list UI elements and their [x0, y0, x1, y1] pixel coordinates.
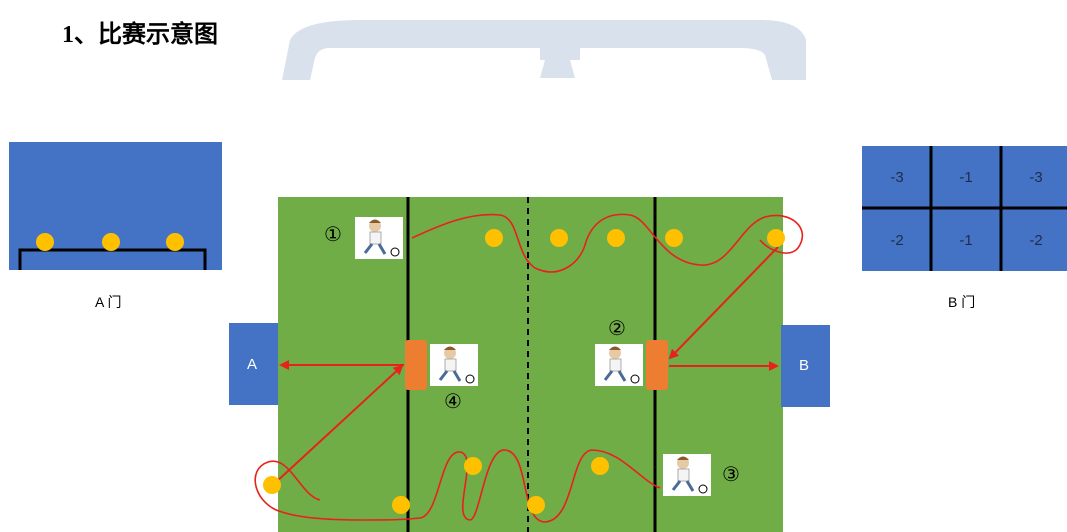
ball — [550, 229, 568, 247]
ball — [665, 229, 683, 247]
gate-a-panel — [9, 142, 222, 270]
ball — [36, 233, 54, 251]
gate-b-caption: B 门 — [948, 294, 976, 310]
player-icon — [430, 344, 478, 386]
score-cell: -3 — [890, 168, 904, 186]
ball — [102, 233, 120, 251]
gate-a-caption: A 门 — [95, 294, 122, 310]
player-marker-1: ① — [324, 224, 342, 246]
ball — [767, 229, 785, 247]
page-title: 1、比赛示意图 — [62, 22, 218, 48]
ball — [527, 496, 545, 514]
ball — [607, 229, 625, 247]
gate-a-label: A — [247, 356, 258, 373]
ball — [392, 496, 410, 514]
player-marker-2: ② — [608, 318, 626, 340]
ball — [263, 476, 281, 494]
player-icon — [663, 454, 711, 496]
pass-arrows — [274, 246, 779, 484]
barrier-right — [646, 340, 668, 390]
player-icon — [595, 344, 643, 386]
header-banner — [282, 20, 806, 80]
ball — [485, 229, 503, 247]
barrier-left — [405, 340, 427, 390]
score-cell: -1 — [959, 168, 973, 186]
ball — [166, 233, 184, 251]
ball — [464, 457, 482, 475]
score-cell: -2 — [1029, 231, 1043, 249]
ball — [591, 457, 609, 475]
score-cell: -2 — [890, 231, 904, 249]
player-marker-4: ④ — [444, 391, 462, 413]
gate-b-score-grid — [862, 146, 1067, 271]
player-icon — [355, 217, 403, 259]
score-cell: -3 — [1029, 168, 1043, 186]
dribble-paths — [254, 213, 804, 523]
gate-b — [781, 325, 830, 407]
player-marker-3: ③ — [722, 464, 740, 486]
score-cell: -1 — [959, 231, 973, 249]
gate-b-label: B — [799, 357, 810, 374]
gate-a — [229, 323, 278, 405]
